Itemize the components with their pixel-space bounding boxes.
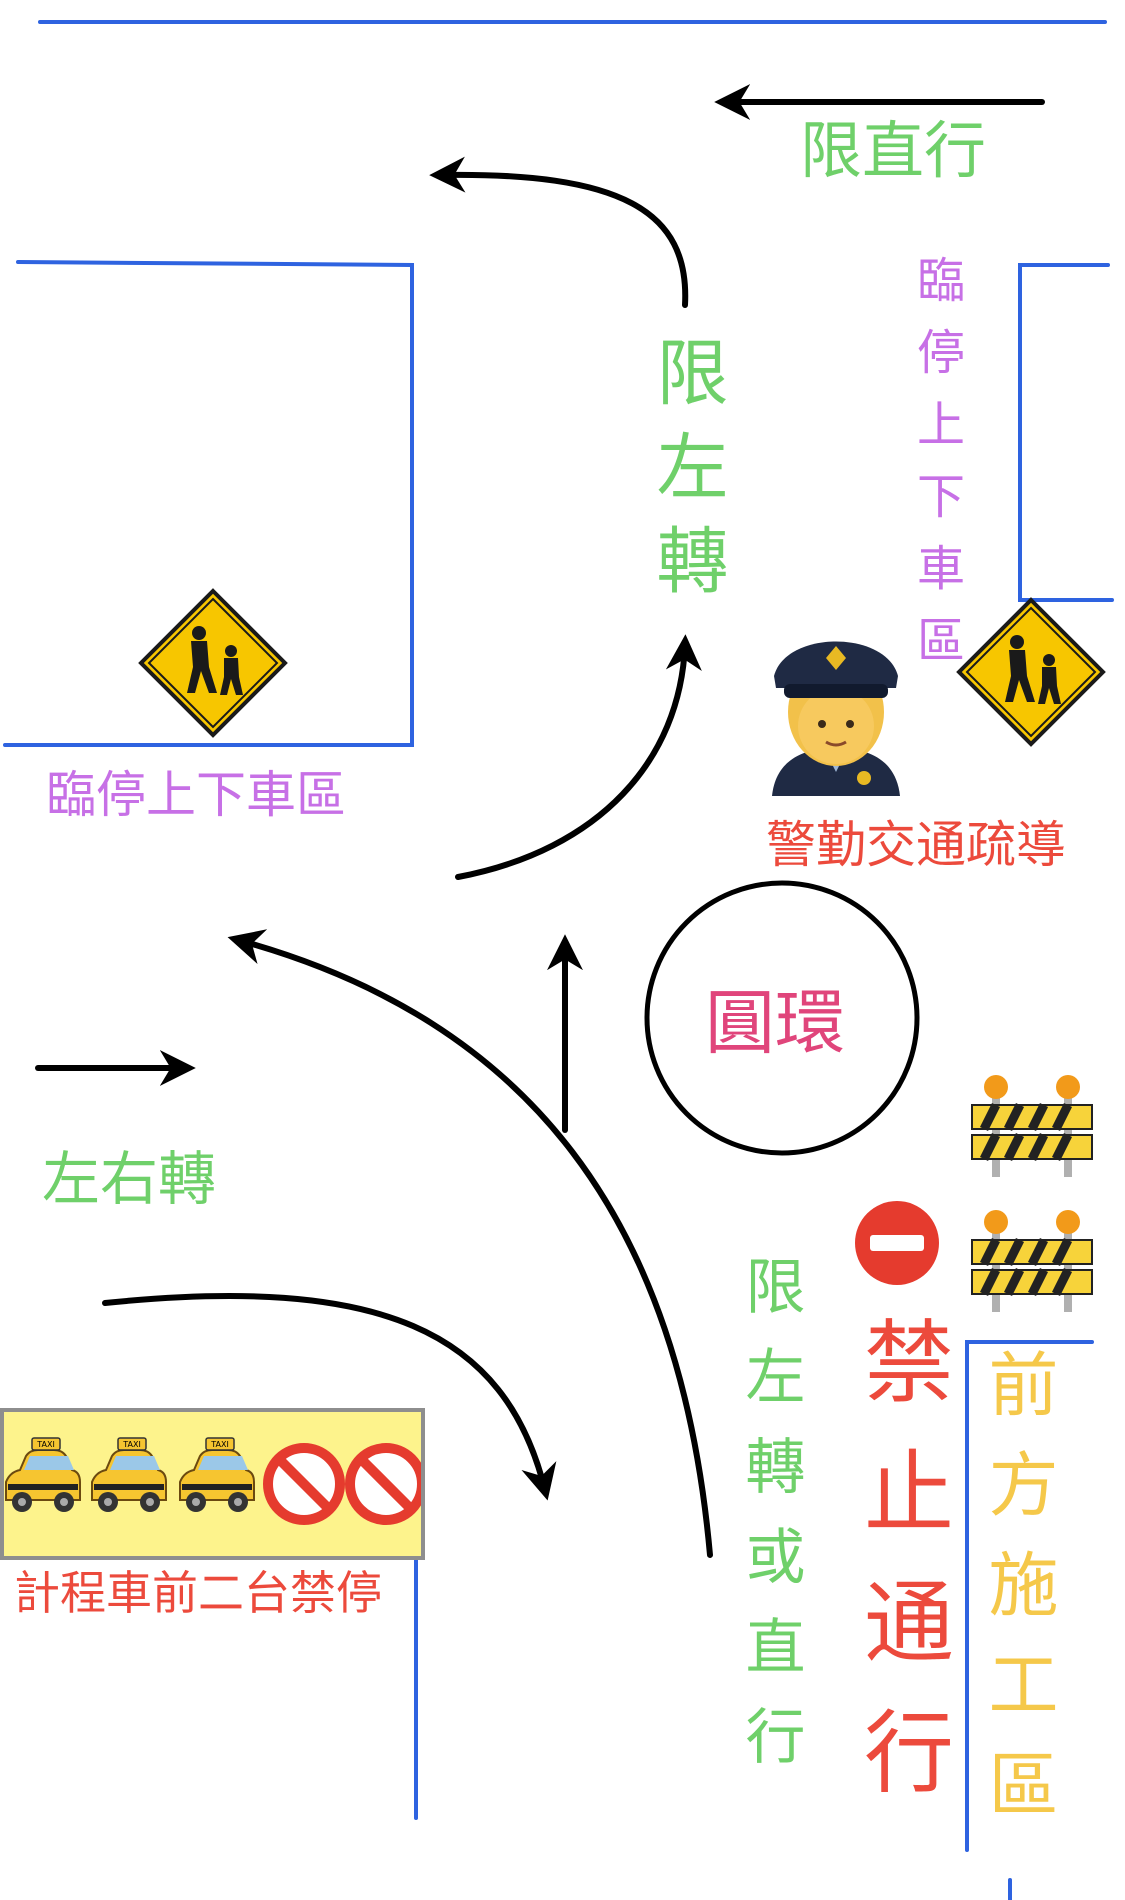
school-crossing-icon bbox=[138, 588, 288, 738]
arrow-northwest-curve bbox=[227, 929, 713, 1558]
svg-text:TAXI: TAXI bbox=[36, 1440, 55, 1449]
construction-ahead-label: 前方施工區 bbox=[977, 1348, 1059, 1848]
straight-only-label: 限直行 bbox=[800, 114, 987, 187]
arrow-left-turn-up bbox=[455, 634, 702, 880]
no-entry-label: 禁止通行 bbox=[848, 1315, 953, 1835]
police-officer-icon bbox=[772, 641, 900, 796]
roundabout-circle bbox=[644, 880, 920, 1156]
prohibited-icon bbox=[345, 1443, 421, 1525]
left-right-turn-label: 左右轉 bbox=[42, 1145, 217, 1213]
svg-text:TAXI: TAXI bbox=[210, 1440, 229, 1449]
taxi-icon: TAXI bbox=[5, 1437, 81, 1512]
police-guidance-label: 警勤交通疏導 bbox=[766, 816, 1066, 874]
taxi-icon: TAXI bbox=[91, 1437, 167, 1512]
arrow-right-turn-down bbox=[102, 1293, 557, 1501]
taxi-icon: TAXI bbox=[179, 1437, 255, 1512]
no-entry-icon bbox=[855, 1201, 939, 1285]
left-turn-only-label: 限左轉 bbox=[644, 335, 728, 617]
road-edge-lower-right bbox=[965, 1340, 1094, 1852]
drop-off-zone-label-left: 臨停上下車區 bbox=[46, 766, 346, 824]
construction-barrier-icon bbox=[971, 1075, 1093, 1177]
prohibited-icon bbox=[263, 1443, 345, 1525]
school-crossing-icon bbox=[956, 597, 1106, 747]
construction-barrier-icon bbox=[971, 1210, 1093, 1312]
taxi-no-parking-zone: TAXI TAXI TAXI bbox=[0, 1408, 425, 1560]
arrow-upper-left-turn bbox=[429, 156, 689, 308]
left-or-straight-label: 限左轉或直行 bbox=[735, 1255, 805, 1795]
drop-off-zone-label-right: 臨停上下車區 bbox=[908, 255, 964, 687]
svg-text:TAXI: TAXI bbox=[122, 1440, 141, 1449]
roundabout-label: 圓環 bbox=[705, 982, 845, 1064]
taxi-no-parking-label: 計程車前二台禁停 bbox=[14, 1566, 382, 1620]
road-edge-upper-right-block bbox=[1018, 263, 1114, 602]
road-edge-upper-left-block bbox=[3, 260, 414, 747]
